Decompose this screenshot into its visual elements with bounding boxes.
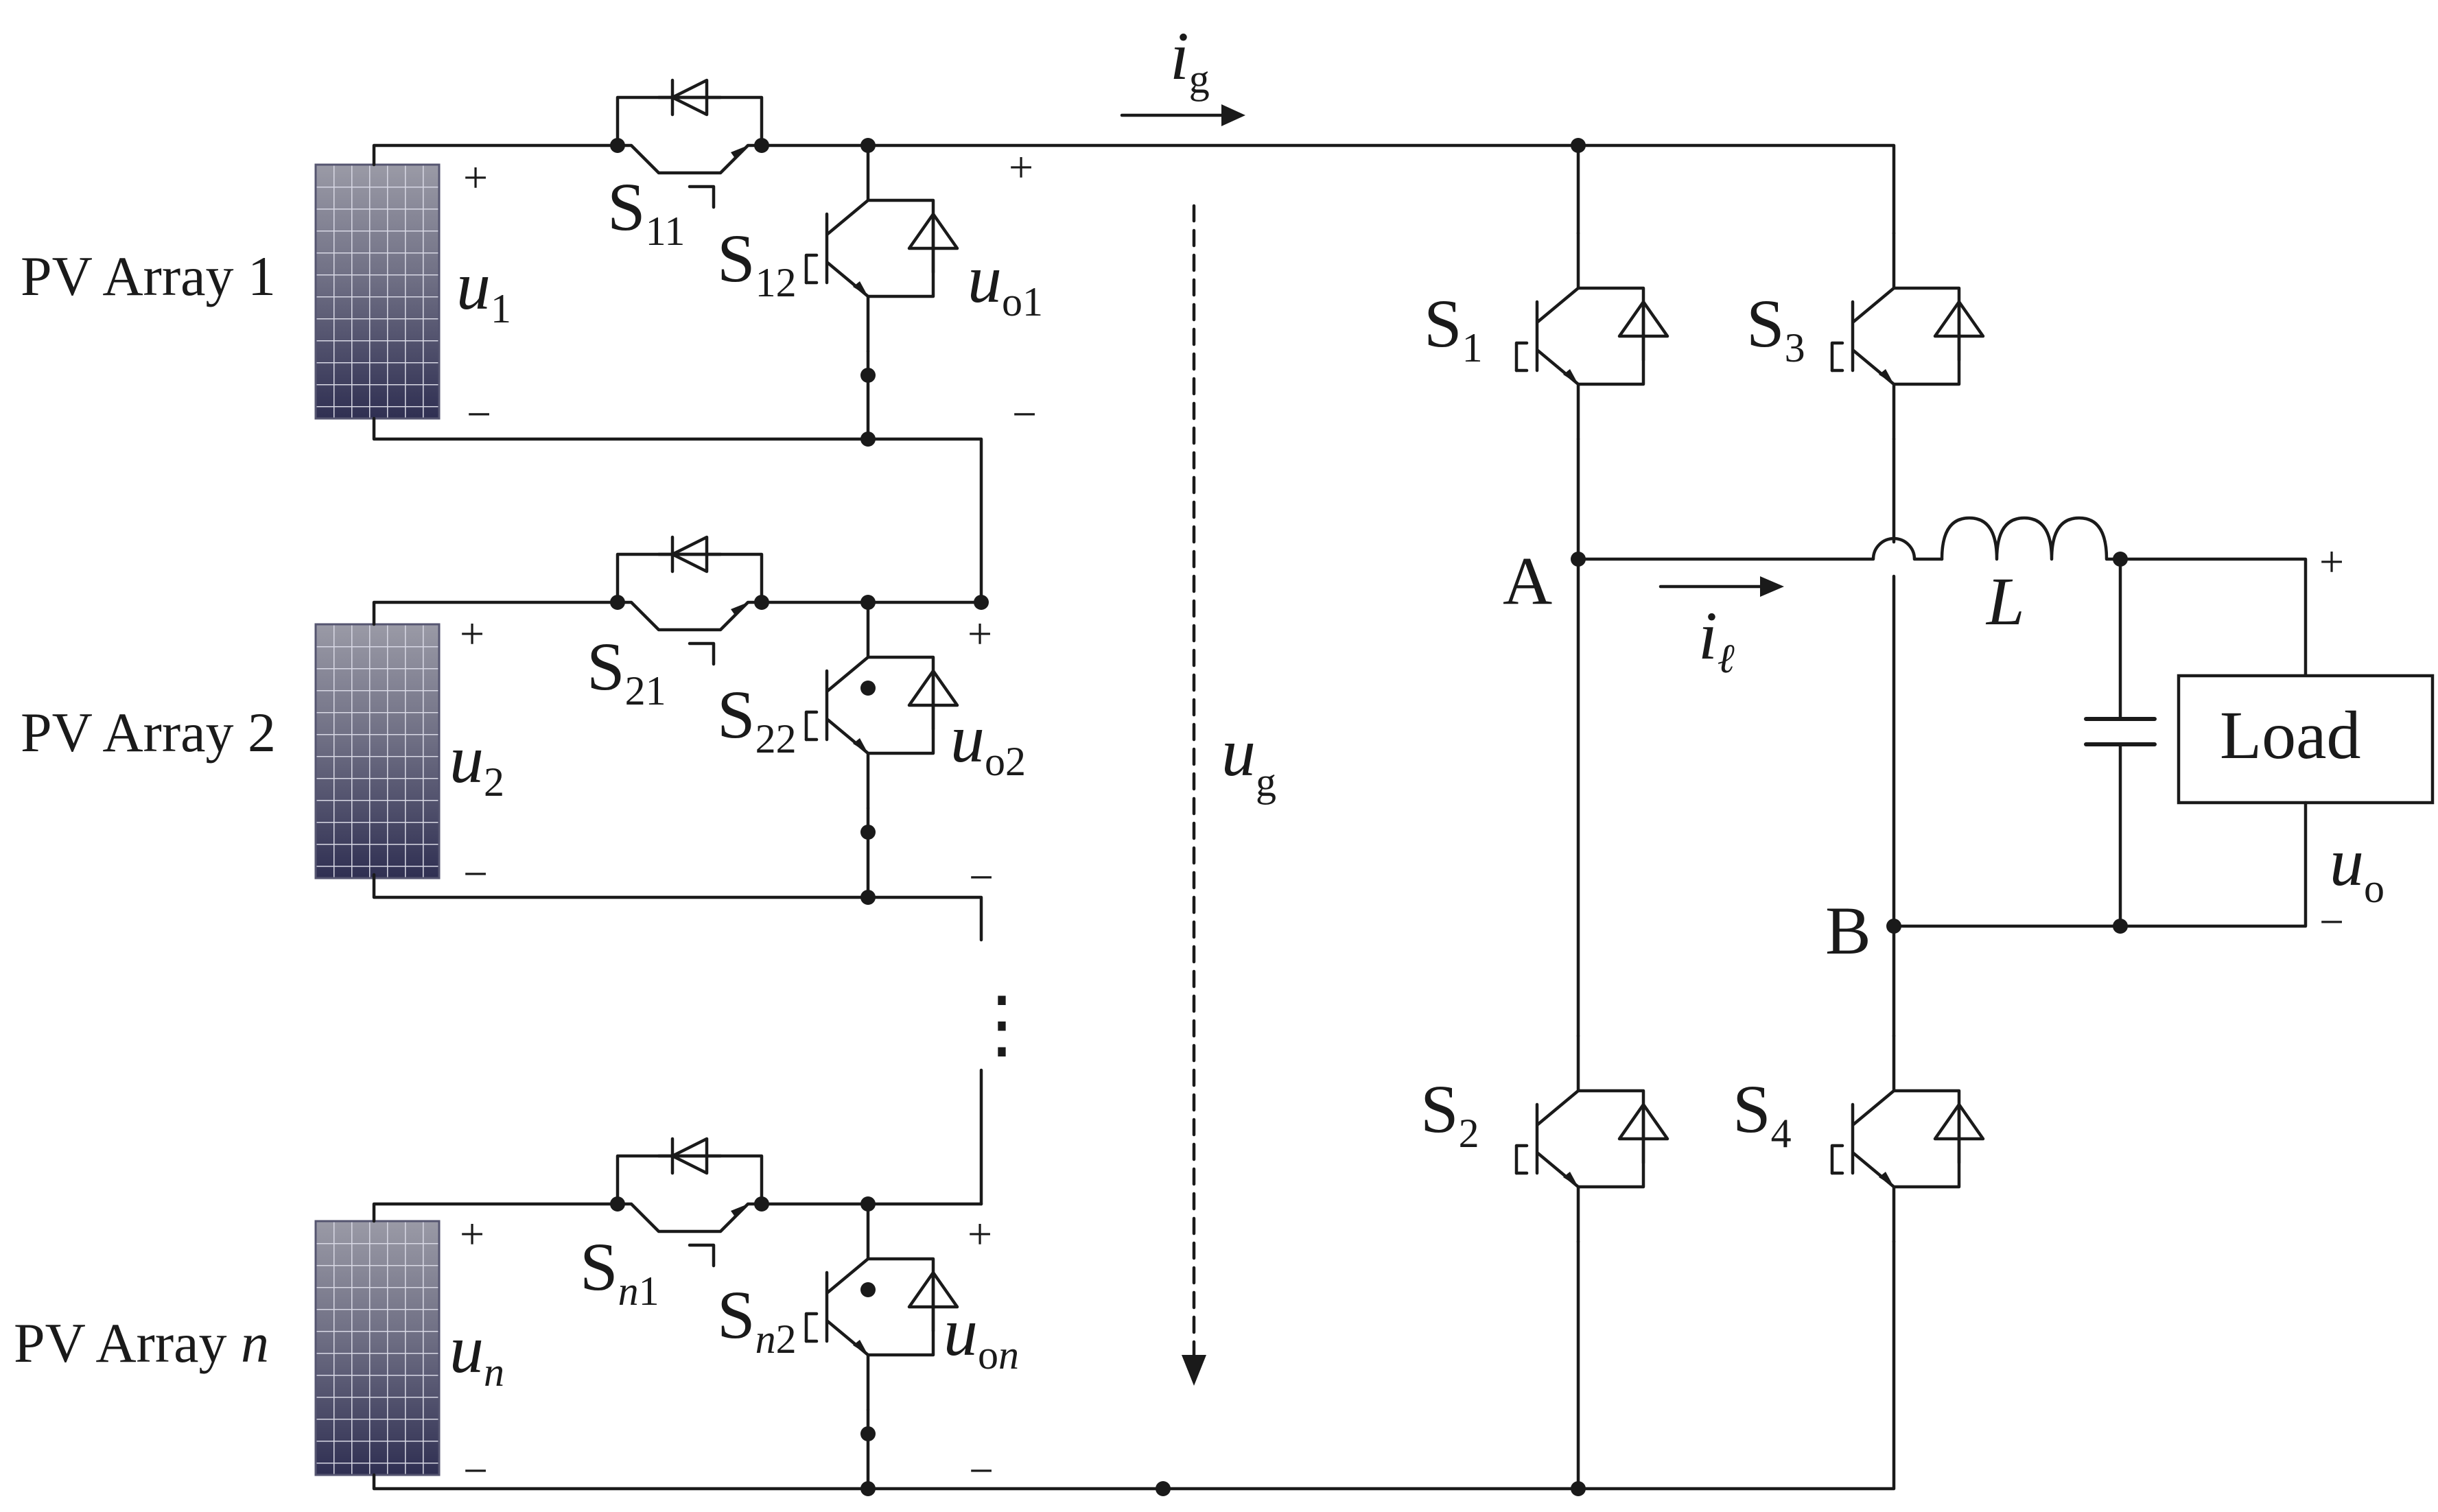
switch-s1: [1516, 233, 1667, 439]
u1-label: u1: [456, 248, 511, 331]
u1-plus: +: [463, 153, 488, 202]
uo1-label: uo1: [968, 241, 1043, 324]
pv-array-1-panel: [314, 163, 441, 420]
s4-label: S4: [1733, 1071, 1792, 1156]
node-b-label: B: [1825, 893, 1871, 969]
switch-s22: [806, 602, 957, 808]
uo1-plus: +: [1009, 143, 1033, 191]
s3-label: S3: [1746, 285, 1805, 370]
pv-array-2-panel: [314, 623, 441, 879]
un-label: un: [449, 1311, 504, 1395]
inductor-current-arrow: [1760, 576, 1784, 597]
s2-label: S2: [1420, 1071, 1479, 1156]
s12-label: S12: [717, 220, 797, 305]
s22-label: S22: [717, 676, 797, 761]
pv-array-n-label: PV Array n: [14, 1312, 269, 1374]
load-label: Load: [2220, 697, 2360, 773]
uo-label: uo: [2330, 824, 2384, 911]
ig-label: ig: [1170, 18, 1210, 102]
uon-plus: +: [968, 1209, 992, 1258]
s1-label: S1: [1424, 285, 1483, 370]
u2-plus: +: [460, 609, 484, 658]
uo2-plus: +: [968, 609, 992, 658]
uon-label: uon: [943, 1294, 1019, 1378]
grid-current-arrow: [1221, 104, 1245, 126]
ug-label: ug: [1221, 714, 1276, 805]
s21-label: S21: [587, 628, 666, 713]
u2-minus: −: [463, 849, 488, 898]
switch-sn1: [618, 1139, 762, 1266]
switch-sn2: [806, 1204, 957, 1410]
un-minus: −: [463, 1446, 488, 1495]
uo2-label: uo2: [950, 700, 1026, 784]
switch-s4: [1832, 1036, 1983, 1242]
u1-minus: −: [467, 390, 491, 438]
uo-minus: −: [2319, 897, 2344, 946]
grid-voltage-arrow: [1182, 1355, 1206, 1386]
switch-s21: [618, 537, 762, 664]
switch-s2: [1516, 1036, 1667, 1242]
il-label: iℓ: [1698, 598, 1735, 681]
sn2-label: Sn2: [717, 1277, 797, 1362]
un-plus: +: [460, 1209, 484, 1258]
switch-s3: [1832, 233, 1983, 439]
node-a-label: A: [1503, 543, 1552, 619]
pv-array-1-label: PV Array 1: [21, 245, 276, 307]
u2-label: u2: [449, 721, 504, 805]
sn1-label: Sn1: [580, 1229, 659, 1314]
switch-s12: [806, 145, 957, 351]
string-ellipsis: ⋮: [964, 982, 1040, 1066]
inductor-label: L: [1985, 563, 2025, 639]
pv-array-n-panel: [314, 1220, 441, 1476]
uon-minus: −: [969, 1446, 994, 1495]
s11-label: S11: [607, 169, 685, 254]
pv-array-2-label: PV Array 2: [21, 701, 276, 764]
inductor-l: [1940, 516, 2122, 561]
uo2-minus: −: [969, 853, 994, 901]
uo1-minus: −: [1012, 390, 1037, 438]
uo-plus: +: [2319, 537, 2344, 586]
